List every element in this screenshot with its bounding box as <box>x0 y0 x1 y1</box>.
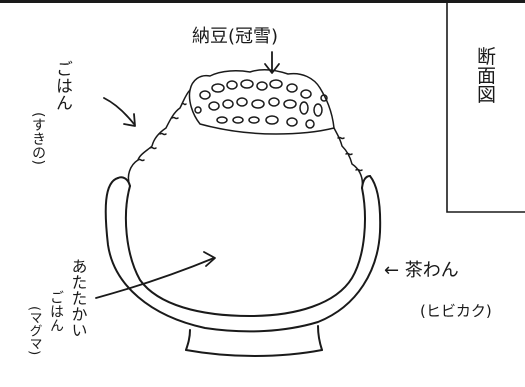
gohan-label: ごはん <box>52 60 72 111</box>
arrows <box>95 51 280 299</box>
warm-rice-line2: ごはん <box>48 290 64 332</box>
chawan-label: ← 茶わん <box>384 260 459 281</box>
panel-top-border <box>0 0 525 3</box>
danmenzu-label: 断面図 <box>474 46 496 103</box>
warm-rice-line3: (マグマ) <box>27 306 43 355</box>
warm-rice-line1: あたたかい <box>69 258 88 338</box>
danmenzu-box: 断面図 <box>446 3 525 213</box>
natto-label: 納豆(冠雪) <box>192 26 278 47</box>
warm-rice-arrow <box>95 257 215 299</box>
chawan-sub-label: (ヒビカク) <box>420 302 492 320</box>
gohan-arrow <box>103 97 135 125</box>
gohan-paren-label: (すきの) <box>30 112 46 165</box>
gohan-mound <box>127 89 364 189</box>
chawan-bowl <box>104 175 382 357</box>
natto-cap <box>188 69 335 135</box>
